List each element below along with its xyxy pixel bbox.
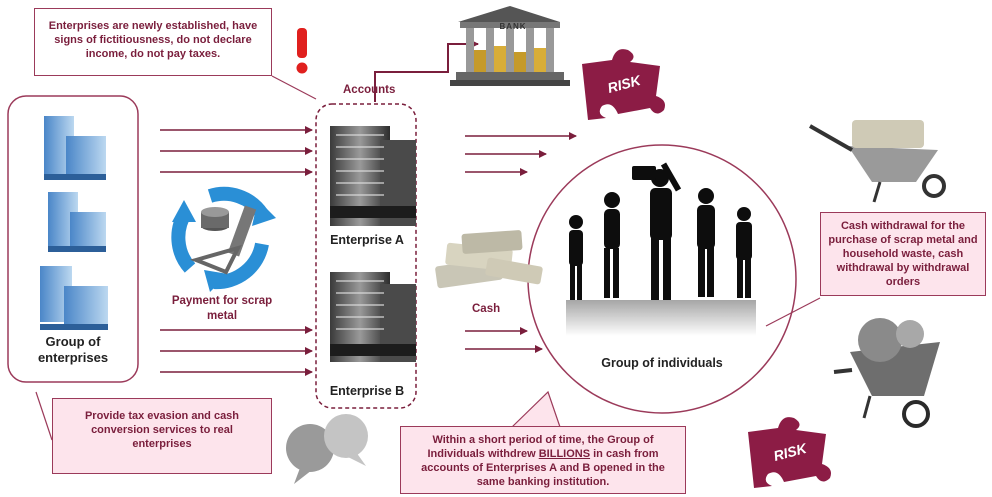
group-enterprises-label: Group of enterprises — [37, 334, 109, 365]
individuals-silhouette — [569, 162, 752, 300]
group-enterprises-box — [7, 95, 139, 383]
arrows-a-to-individuals — [465, 132, 577, 176]
bottom-left-note-text: Provide tax evasion and cash conversion … — [84, 410, 240, 450]
silhouette-reflection — [566, 300, 756, 336]
enterprise-b-building-icon — [330, 272, 416, 362]
question-exclamation-icon — [286, 414, 368, 484]
bank-label: BANK — [499, 22, 527, 31]
bottom-left-note: Provide tax evasion and cash conversion … — [52, 398, 272, 474]
top-note-pointer — [271, 75, 317, 100]
alert-exclamation — [288, 22, 318, 82]
top-left-note: Enterprises are newly established, have … — [34, 8, 272, 76]
enterprise-dashed-box — [315, 103, 417, 409]
enterprise-a-building-icon — [330, 126, 416, 226]
wheelbarrow-money-icon — [809, 120, 946, 203]
risk-puzzle-bottom — [748, 417, 831, 488]
accounts-label: Accounts — [343, 84, 396, 96]
arrows-to-enterprise-a — [160, 126, 313, 176]
enterprise-b-label: Enterprise B — [329, 384, 405, 398]
right-note-text: Cash withdrawal for the purchase of scra… — [828, 220, 978, 288]
cash-label: Cash — [472, 303, 501, 315]
cash-stack-icon — [435, 230, 543, 289]
risk-puzzle-top — [582, 49, 665, 120]
bank-icon — [450, 6, 570, 86]
payment-label: Payment for scrap metal — [171, 295, 273, 322]
building-icon-3 — [40, 266, 108, 330]
right-note-pointer — [765, 297, 821, 327]
exclamation-icon — [296, 28, 308, 74]
recycle-scrap-icon — [171, 186, 276, 292]
bottom-center-note-highlight: BILLIONS — [538, 448, 591, 460]
building-icon-1 — [44, 116, 106, 180]
enterprise-a-label: Enterprise A — [330, 233, 404, 247]
bottom-left-pointer — [35, 391, 53, 441]
bottom-center-note-suffix: in cash from accounts of Enterprises A a… — [421, 448, 665, 488]
top-left-note-text: Enterprises are newly established, have … — [48, 20, 258, 60]
building-icon-2 — [48, 192, 106, 252]
bottom-center-note: Within a short period of time, the Group… — [400, 426, 686, 494]
accounts-arrow — [374, 40, 479, 102]
right-note: Cash withdrawal for the purchase of scra… — [820, 212, 986, 296]
arrows-to-enterprise-b — [160, 326, 313, 376]
wheelbarrow-scrap-icon — [833, 318, 940, 428]
bottom-center-note-prefix: Within a short period of time, the Group… — [427, 434, 654, 460]
group-individuals-label: Group of individuals — [601, 356, 723, 370]
center-note-pointer — [511, 390, 561, 428]
arrows-b-to-individuals — [465, 327, 543, 353]
